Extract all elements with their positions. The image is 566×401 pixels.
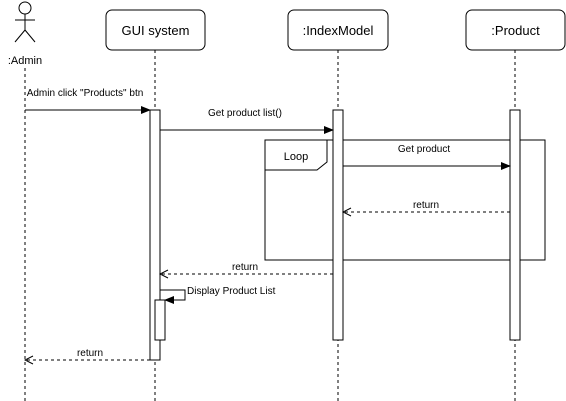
actor-admin: :Admin xyxy=(8,1,42,67)
actor-label: :Admin xyxy=(8,55,42,67)
message-label: Admin click "Products" btn xyxy=(27,88,144,99)
message-label: Get product list() xyxy=(208,108,282,119)
message-label: return xyxy=(77,348,103,359)
loop-tab xyxy=(264,139,328,171)
message-admin-click: Admin click "Products" btn xyxy=(25,88,151,114)
message-get-product: Get product xyxy=(343,144,511,170)
actor-leg-left xyxy=(14,29,26,43)
participant-label: :IndexModel xyxy=(303,23,374,38)
participant-label: :Product xyxy=(491,23,540,38)
message-label: return xyxy=(413,200,439,211)
message-return-product: return xyxy=(343,200,510,212)
participant-box xyxy=(105,9,206,51)
message-display-product-list: Display Product List xyxy=(160,286,276,304)
loop-fragment: Loop xyxy=(264,139,546,261)
activation-indexmodel xyxy=(332,109,344,341)
activation-gui-nested xyxy=(154,299,166,341)
message-label: Get product xyxy=(398,144,450,155)
activation-product xyxy=(509,109,521,341)
message-get-product-list: Get product list() xyxy=(160,108,334,134)
participant-box xyxy=(287,9,389,51)
loop-label: Loop xyxy=(284,151,308,163)
participant-product: :Product xyxy=(465,9,566,51)
message-label: return xyxy=(232,262,258,273)
activation-gui xyxy=(149,109,161,361)
message-return-admin: return xyxy=(25,348,150,360)
loop-frame xyxy=(264,139,546,261)
participant-box xyxy=(465,9,566,51)
participant-indexmodel: :IndexModel xyxy=(287,9,389,51)
message-return-indexmodel: return xyxy=(160,262,333,274)
actor-leg-right xyxy=(24,29,36,43)
participant-label: GUI system xyxy=(122,23,190,38)
participant-gui-system: GUI system xyxy=(105,9,206,51)
actor-head xyxy=(18,1,32,15)
message-label: Display Product List xyxy=(187,286,276,297)
message-arrow xyxy=(160,289,186,304)
